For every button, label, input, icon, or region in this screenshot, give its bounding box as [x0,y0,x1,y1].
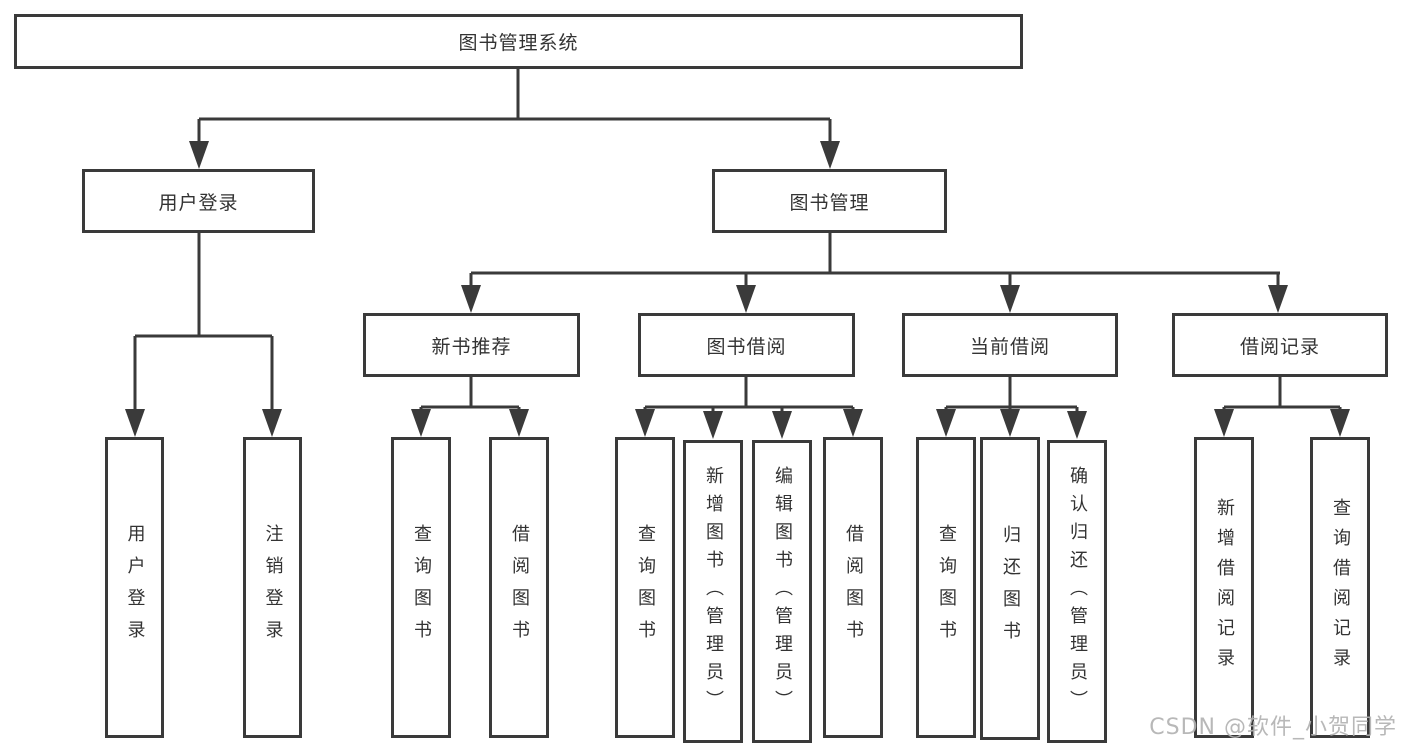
leaf-borrow-books-borrowing-label: 借阅图书 [843,523,864,652]
node-library-system-label: 图书管理系统 [458,32,579,54]
leaf-query-books-current: 查询图书 [916,437,976,738]
node-borrowing-records: 借阅记录 [1172,313,1388,377]
leaf-edit-books-admin: 编辑图书（管理员） [752,440,812,743]
leaf-borrow-books-recommend: 借阅图书 [489,437,549,738]
node-book-borrowing: 图书借阅 [638,313,855,377]
leaf-borrow-books-borrowing: 借阅图书 [823,437,883,738]
leaf-query-borrow-record: 查询借阅记录 [1310,437,1370,738]
node-current-borrowing: 当前借阅 [902,313,1118,377]
leaf-user-login: 用户登录 [105,437,164,738]
leaf-new-borrow-record-label: 新增借阅记录 [1214,497,1235,678]
leaf-add-books-admin-label: 新增图书（管理员） [703,465,724,718]
node-user-login-label: 用户登录 [158,191,239,214]
leaf-query-books-recommend: 查询图书 [391,437,451,738]
leaf-return-books-label: 归还图书 [1000,524,1021,653]
leaf-edit-books-admin-label: 编辑图书（管理员） [772,465,793,718]
leaf-add-books-admin: 新增图书（管理员） [683,440,743,743]
leaf-new-borrow-record: 新增借阅记录 [1194,437,1254,738]
leaf-query-books-borrowing-label: 查询图书 [635,523,656,652]
leaf-logout-login: 注销登录 [243,437,302,738]
leaf-query-books-borrowing: 查询图书 [615,437,675,738]
leaf-logout-login-label: 注销登录 [262,523,284,652]
node-book-management: 图书管理 [712,169,947,233]
leaf-return-books: 归还图书 [980,437,1040,740]
leaf-user-login-label: 用户登录 [124,523,146,652]
leaf-query-books-current-label: 查询图书 [936,523,957,652]
watermark: CSDN @软件_小贺同学 [1149,715,1397,740]
leaf-confirm-return-admin-label: 确认归还（管理员） [1067,465,1088,718]
leaf-query-books-recommend-label: 查询图书 [411,523,432,652]
node-new-book-recommendation: 新书推荐 [363,313,580,377]
node-new-book-recommendation-label: 新书推荐 [431,335,512,358]
node-library-system: 图书管理系统 [14,14,1023,69]
node-book-borrowing-label: 图书借阅 [706,335,787,358]
leaf-query-borrow-record-label: 查询借阅记录 [1330,497,1351,678]
node-borrowing-records-label: 借阅记录 [1239,335,1320,358]
leaf-confirm-return-admin: 确认归还（管理员） [1047,440,1107,743]
leaf-borrow-books-recommend-label: 借阅图书 [509,523,530,652]
node-book-management-label: 图书管理 [789,191,870,214]
arrowheads [125,141,1350,439]
node-current-borrowing-label: 当前借阅 [969,335,1050,358]
node-user-login: 用户登录 [82,169,315,233]
